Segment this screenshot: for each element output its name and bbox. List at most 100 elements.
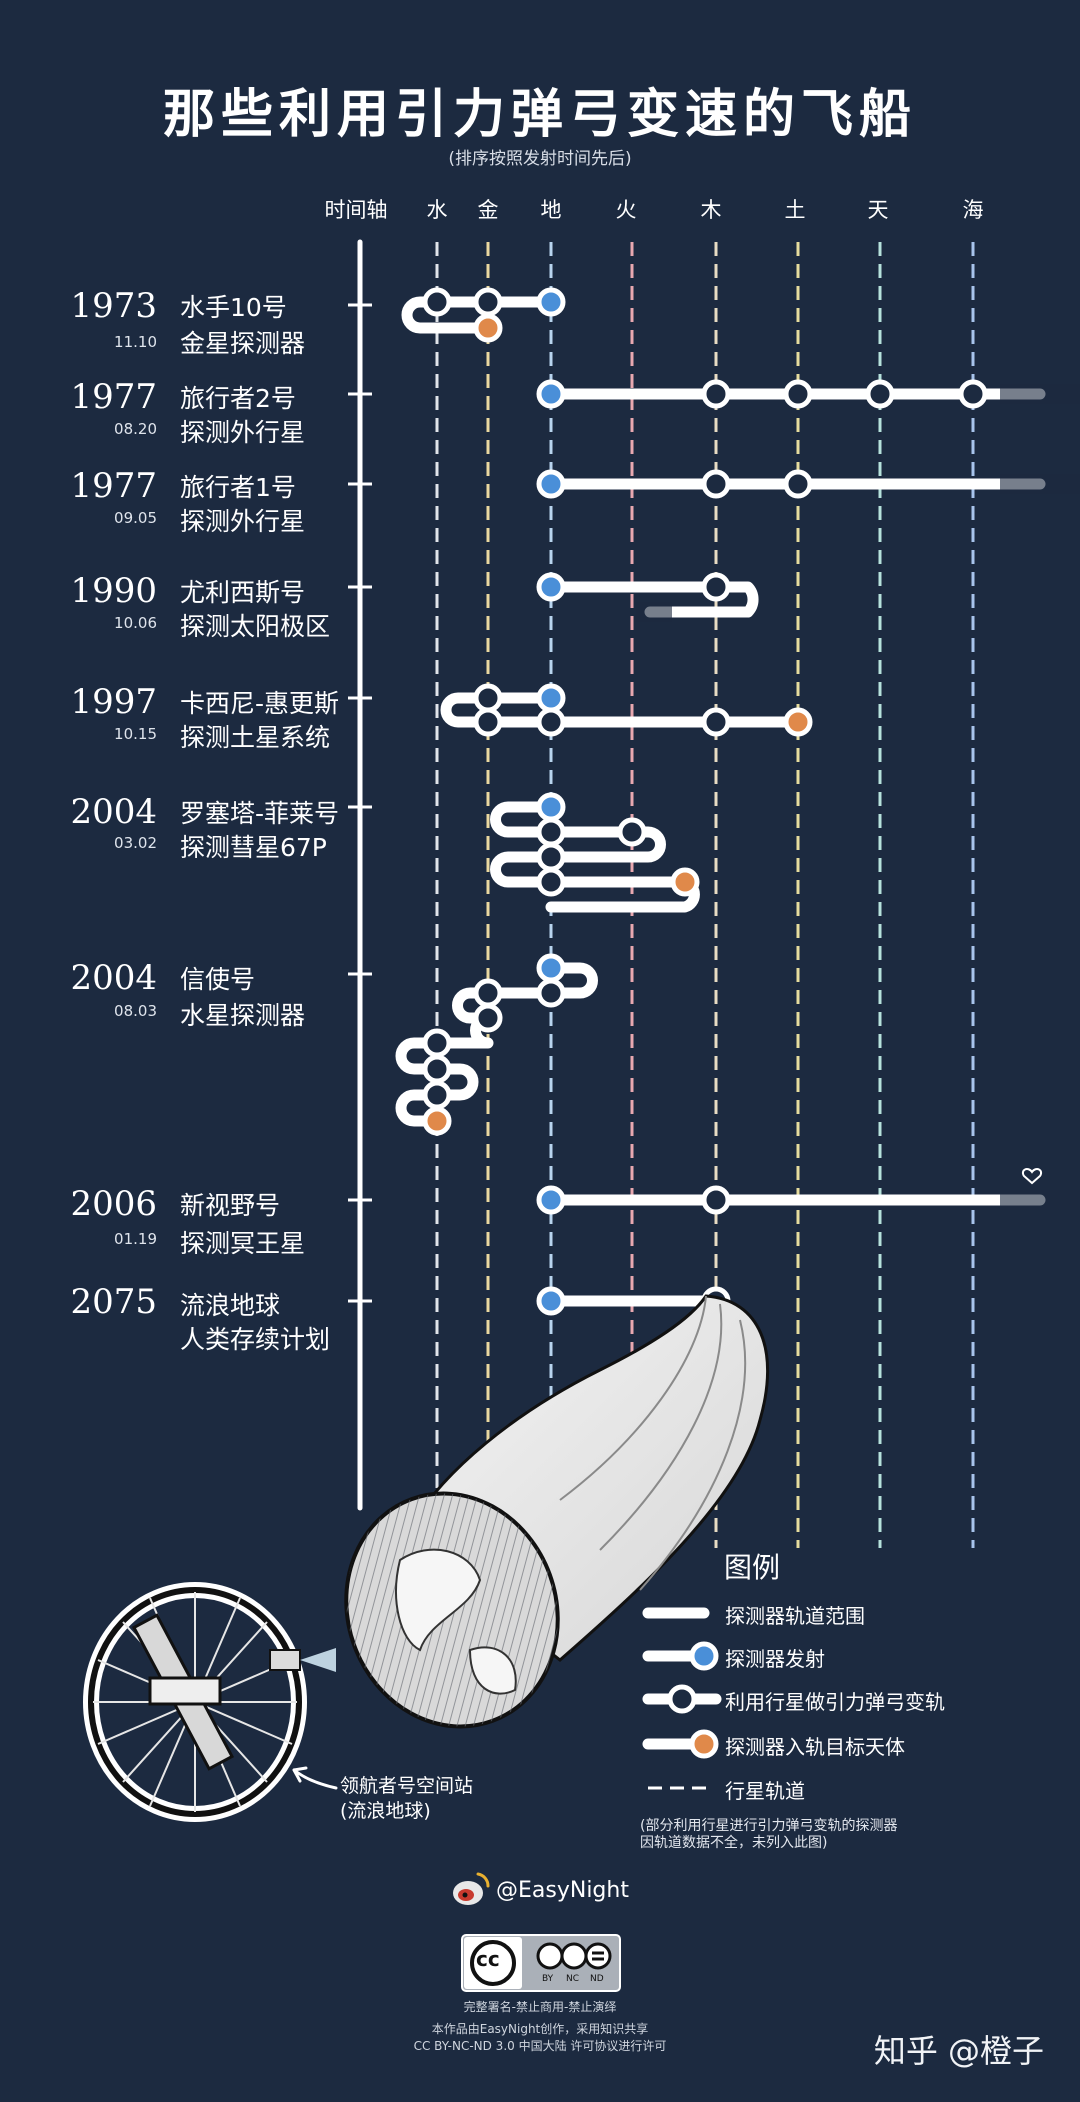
space-station-illustration	[83, 1582, 336, 1822]
station-pointer-arrow-icon	[292, 1766, 338, 1790]
legend-note: (部分利用行星进行引力弹弓变轨的探测器 因轨道数据不全，未列入此图)	[640, 1818, 897, 1852]
cc-nc-icon	[560, 1942, 588, 1970]
assist-node	[701, 1185, 731, 1215]
station-thrust-beam	[300, 1648, 336, 1672]
assist-node	[701, 379, 731, 409]
target-node	[783, 707, 813, 737]
cc-badge-nc: NC	[566, 1974, 580, 1984]
launch-node	[536, 683, 566, 713]
station-core	[148, 1676, 222, 1706]
cc-badge-nd: ND	[590, 1974, 604, 1984]
cc-by-icon	[536, 1942, 564, 1970]
row-year: 1990	[70, 571, 157, 611]
assist-node	[783, 379, 813, 409]
cc-icon	[470, 1940, 516, 1986]
assist-node	[422, 1054, 452, 1084]
row-year: 2004	[70, 792, 157, 832]
launch-node	[536, 469, 566, 499]
cc-badge-by: BY	[542, 1974, 554, 1984]
legend-symbols	[642, 1607, 722, 1790]
launch-node	[536, 1185, 566, 1215]
assist-node	[536, 842, 566, 872]
assist-node	[536, 707, 566, 737]
row-date: 10.06	[114, 614, 157, 632]
launch-node	[536, 572, 566, 602]
row-craft-name: 卡西尼-惠更斯	[180, 689, 340, 718]
track-ulysses	[545, 581, 759, 618]
row-craft-name: 旅行者1号	[180, 473, 296, 502]
legend-label-range: 探测器轨道范围	[725, 1604, 865, 1628]
row-mission: 探测冥王星	[180, 1229, 306, 1258]
page-title: 那些利用引力弹弓变速的飞船	[162, 85, 917, 145]
legend-launch-icon	[689, 1641, 719, 1671]
planet-label-mars: 火	[615, 198, 637, 222]
launch-node	[536, 379, 566, 409]
row-date: 11.10	[114, 333, 157, 351]
assist-node	[536, 817, 566, 847]
weibo-icon	[453, 1872, 490, 1905]
zhihu-watermark: 知乎 @橙子	[873, 2032, 1044, 2070]
row-craft-name: 罗塞塔-菲莱号	[180, 799, 340, 828]
legend-note-line: 因轨道数据不全，未列入此图)	[640, 1835, 828, 1851]
track-rosetta	[490, 801, 700, 913]
assist-node	[617, 817, 647, 847]
planet-label-saturn: 土	[784, 198, 806, 222]
row-date: 08.03	[114, 1002, 157, 1020]
row-year: 1997	[70, 682, 157, 722]
assist-node	[701, 707, 731, 737]
assist-node	[536, 867, 566, 897]
row-year: 2004	[70, 958, 157, 998]
cc-caption-line2: 本作品由EasyNight创作，采用知识共享	[431, 2022, 649, 2036]
planet-label-uranus: 天	[867, 198, 889, 222]
row-craft-name: 流浪地球	[180, 1291, 281, 1320]
row-mission: 人类存续计划	[180, 1325, 331, 1354]
track-cassini	[440, 692, 804, 728]
track-mariner10	[401, 296, 557, 334]
row-date: 03.02	[114, 834, 157, 852]
cc-caption-line1: 完整署名-禁止商用-禁止演绎	[463, 2000, 617, 2014]
assist-node	[701, 469, 731, 499]
legend-label-launch: 探测器发射	[725, 1647, 825, 1671]
row-craft-name: 旅行者2号	[180, 384, 296, 413]
assist-node	[473, 978, 503, 1008]
legend-target-icon	[689, 1729, 719, 1759]
assist-node	[783, 469, 813, 499]
launch-node	[536, 792, 566, 822]
row-date: 01.19	[114, 1230, 157, 1248]
assist-node	[473, 1003, 503, 1033]
legend-label-target: 探测器入轨目标天体	[725, 1735, 905, 1759]
assist-node	[865, 379, 895, 409]
assist-node	[473, 287, 503, 317]
tunnel-streaks	[559, 1295, 747, 1591]
assist-node	[422, 1080, 452, 1110]
planet-label-jupiter: 木	[700, 198, 722, 222]
earth-tunnel-illustration	[344, 1294, 769, 1729]
row-date: 09.05	[114, 509, 157, 527]
row-year: 1977	[70, 466, 157, 506]
row-mission: 探测彗星67P	[180, 833, 327, 862]
cc-nd-icon	[584, 1942, 612, 1970]
target-node	[670, 867, 700, 897]
row-craft-name: 水手10号	[180, 293, 287, 322]
assist-node	[473, 707, 503, 737]
launch-node	[536, 1286, 566, 1316]
timeline-axis	[348, 239, 372, 1511]
legend-assist-icon	[667, 1684, 697, 1714]
launch-node	[536, 953, 566, 983]
station-label: 领航者号空间站 (流浪地球)	[340, 1774, 473, 1824]
weibo-handle: @EasyNight	[496, 1878, 629, 1903]
row-year: 1973	[70, 286, 157, 326]
assist-node	[536, 978, 566, 1008]
launch-node	[536, 287, 566, 317]
row-mission: 探测太阳极区	[180, 612, 331, 641]
earth-continents	[395, 1548, 517, 1695]
row-mission: 探测外行星	[180, 507, 306, 536]
assist-node	[958, 379, 988, 409]
planet-label-mercury: 水	[426, 198, 448, 222]
cc-license-badge	[461, 1934, 621, 1992]
station-name: 领航者号空间站	[340, 1775, 474, 1797]
legend-label-orbit: 行星轨道	[725, 1779, 805, 1803]
row-date: 10.15	[114, 725, 157, 743]
